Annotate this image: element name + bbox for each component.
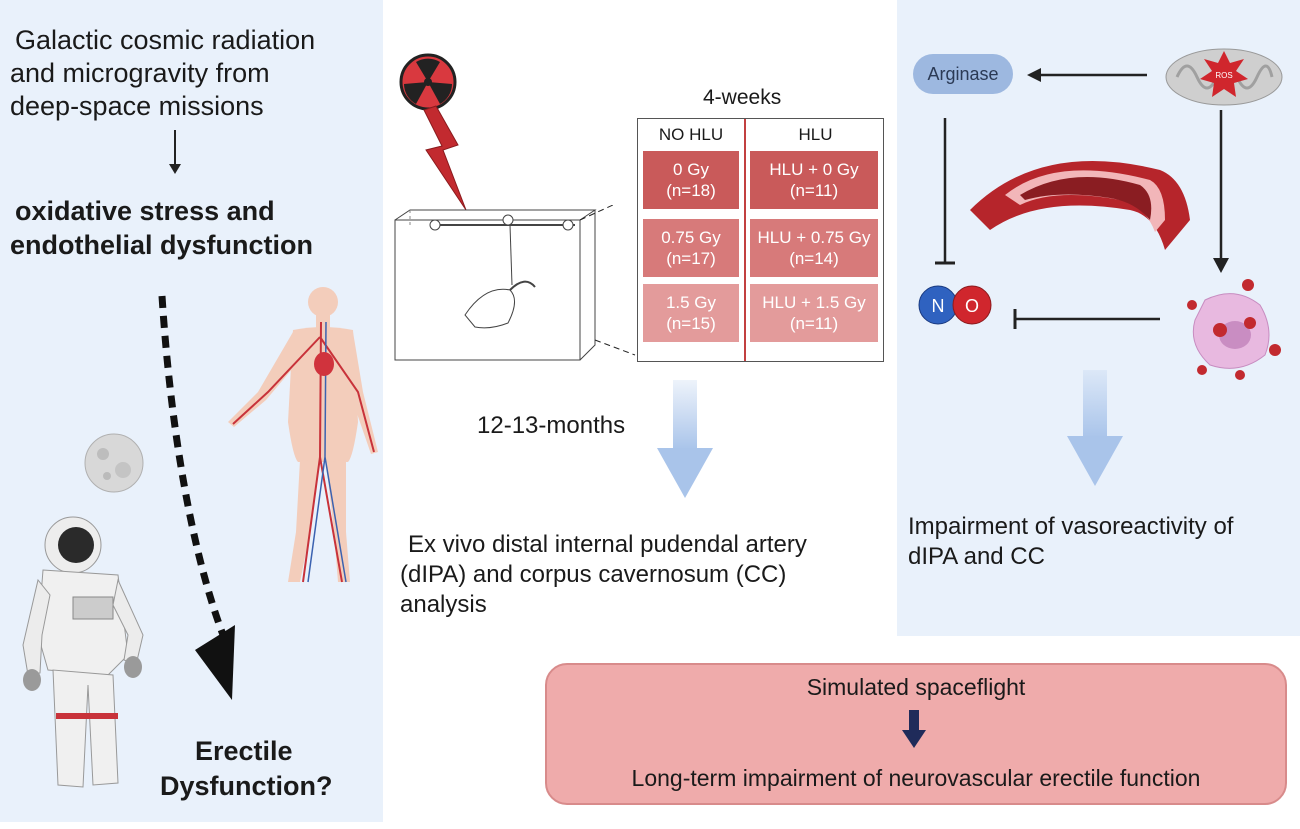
cell-dose: HLU + 0 Gy [769, 160, 859, 179]
ros-to-cell-arrow [1213, 110, 1229, 273]
cell-n: (n=11) [789, 314, 839, 333]
column-divider [744, 119, 746, 361]
human-vascular-icon [228, 287, 378, 583]
nitric-oxide-icon: N O [918, 285, 992, 325]
age-label: 12-13-months [477, 412, 626, 439]
stress-line-1: oxidative stress and [15, 196, 275, 226]
mitochondria-icon: ROS [1165, 48, 1283, 106]
intro-line-3: deep-space missions [10, 91, 264, 121]
arrow-to-arginase [1027, 68, 1147, 82]
cell-dose: HLU + 0.75 Gy [757, 228, 871, 247]
analysis-line-1: Ex vivo distal internal pudendal artery [408, 531, 807, 558]
moon-icon [84, 433, 144, 493]
cell-n: (n=15) [666, 314, 716, 333]
outcome-line-1: Erectile [195, 736, 293, 766]
astronaut-icon [22, 516, 144, 788]
summary-line-1: Simulated spaceflight [806, 674, 1026, 700]
cell-n: (n=17) [666, 249, 716, 268]
cell-dose: 0.75 Gy [661, 228, 721, 247]
ros-damaged-cell-icon [1187, 279, 1281, 380]
down-arrow-small [169, 130, 181, 174]
analysis-line-2: (dIPA) and corpus cavernosum (CC) [400, 561, 787, 588]
cell-n: (n=11) [789, 181, 839, 200]
summary-line-2: Long-term impairment of neurovascular er… [631, 765, 1201, 791]
blood-vessel-icon [970, 161, 1190, 250]
result-line-1: Impairment of vasoreactivity of [908, 513, 1234, 540]
no-o-label: O [965, 296, 979, 316]
analysis-line-3: analysis [400, 591, 487, 618]
duration-label: 4-weeks [703, 86, 782, 109]
hindlimb-cage [394, 205, 636, 361]
cell-hlu-0gy: HLU + 0 Gy (n=11) [750, 151, 878, 209]
groups-table: NO HLU HLU 0 Gy (n=18) HLU + 0 Gy (n=11)… [637, 118, 884, 362]
arginase-inhibit-line [935, 118, 955, 265]
outcome-line-2: Dysfunction? [160, 771, 333, 801]
blue-down-arrow-middle [657, 380, 713, 498]
cell-n: (n=18) [666, 181, 716, 200]
cell-hlu-15gy: HLU + 1.5 Gy (n=11) [750, 284, 878, 342]
ros-inhibit-no-line [1013, 309, 1160, 329]
intro-line-1: Galactic cosmic radiation [15, 25, 316, 55]
radiation-icon [399, 53, 467, 211]
blue-down-arrow-right [1067, 370, 1123, 486]
no-n-label: N [932, 296, 945, 316]
dashed-arrow [158, 295, 235, 700]
cell-dose: HLU + 1.5 Gy [762, 293, 866, 312]
summary-down-arrow [902, 710, 926, 748]
arginase-pill: Arginase [913, 54, 1013, 94]
ros-label: ROS [1215, 71, 1232, 80]
cell-hlu-075gy: HLU + 0.75 Gy (n=14) [750, 219, 878, 277]
result-line-2: dIPA and CC [908, 543, 1045, 570]
cell-075gy: 0.75 Gy (n=17) [643, 219, 739, 277]
col-header-no-hlu: NO HLU [658, 125, 724, 144]
stress-line-2: endothelial dysfunction [10, 230, 314, 260]
cell-n: (n=14) [789, 249, 839, 268]
intro-line-2: and microgravity from [10, 58, 270, 88]
cell-15gy: 1.5 Gy (n=15) [643, 284, 739, 342]
cell-0gy: 0 Gy (n=18) [643, 151, 739, 209]
col-header-hlu: HLU [798, 125, 833, 144]
cell-dose: 0 Gy [673, 160, 709, 179]
cell-dose: 1.5 Gy [665, 293, 717, 312]
